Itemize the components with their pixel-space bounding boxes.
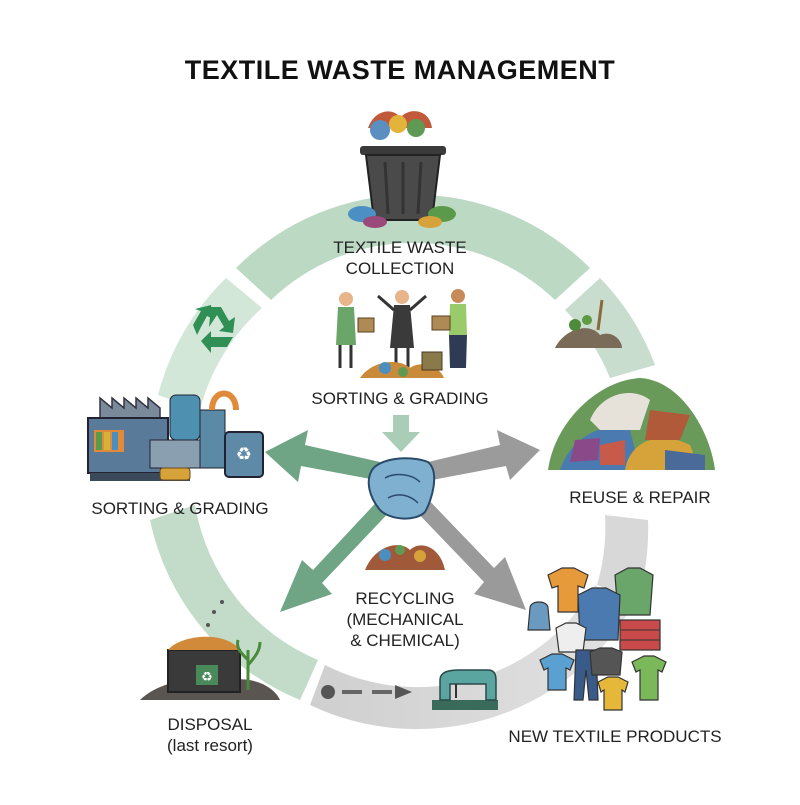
label-collection-line1: TEXTILE WASTE — [333, 238, 467, 257]
page-title: TEXTILE WASTE MANAGEMENT — [184, 55, 616, 85]
shirt-white — [555, 622, 587, 653]
fabric-bundle-icon — [365, 457, 445, 570]
landfill-icon: ♻ — [140, 600, 280, 700]
arrow-down-right — [410, 493, 526, 610]
label-recycling-line1: RECYCLING — [355, 589, 455, 608]
label-recycling-line3: & CHEMICAL) — [350, 631, 460, 650]
bottom-connector — [321, 685, 412, 699]
bag-blue — [527, 601, 551, 631]
clothes-pile-icon — [548, 378, 715, 470]
people-sorting-icon — [336, 289, 467, 378]
label-sorting-center: SORTING & GRADING — [311, 389, 489, 408]
label-reuse: REUSE & REPAIR — [569, 488, 711, 507]
sewing-machine-icon — [432, 669, 498, 710]
ring-segment-upper-right — [565, 278, 655, 378]
label-disposal-line1: DISPOSAL — [167, 715, 253, 734]
flow-arrows — [265, 415, 540, 612]
shirt-dark — [589, 647, 623, 676]
svg-text:♻: ♻ — [236, 444, 252, 465]
label-sorting-left: SORTING & GRADING — [91, 499, 269, 518]
ring-segment-lower-left — [150, 505, 318, 700]
arrow-left — [265, 430, 380, 482]
arrow-right — [428, 430, 540, 480]
label-disposal: DISPOSAL (last resort) — [130, 714, 290, 756]
arrow-down-left — [280, 493, 396, 612]
recycle-symbol-icon — [193, 305, 235, 353]
trash-bin-icon — [348, 111, 456, 228]
tshirt-blue — [539, 653, 575, 691]
ring-segment-top — [236, 194, 590, 300]
label-recycling-line2: (MECHANICAL — [346, 610, 464, 629]
label-new-products: NEW TEXTILE PRODUCTS — [508, 727, 722, 746]
factory-icon: ♻ — [87, 390, 264, 481]
compost-icon — [555, 299, 622, 348]
label-collection: TEXTILE WASTE COLLECTION — [300, 237, 500, 279]
garments-icon — [527, 567, 667, 711]
label-collection-line2: COLLECTION — [345, 259, 455, 278]
connector-arrow — [395, 685, 412, 699]
connector-dot — [321, 685, 335, 699]
svg-text:♻: ♻ — [201, 670, 213, 685]
label-disposal-line2: (last resort) — [167, 736, 253, 755]
arrow-down — [382, 415, 420, 452]
folded-stack — [619, 619, 661, 651]
tshirt-green — [631, 655, 667, 701]
label-recycling: RECYCLING (MECHANICAL & CHEMICAL) — [320, 588, 490, 651]
jacket-green — [614, 567, 654, 616]
tshirt-yellow — [597, 676, 629, 711]
